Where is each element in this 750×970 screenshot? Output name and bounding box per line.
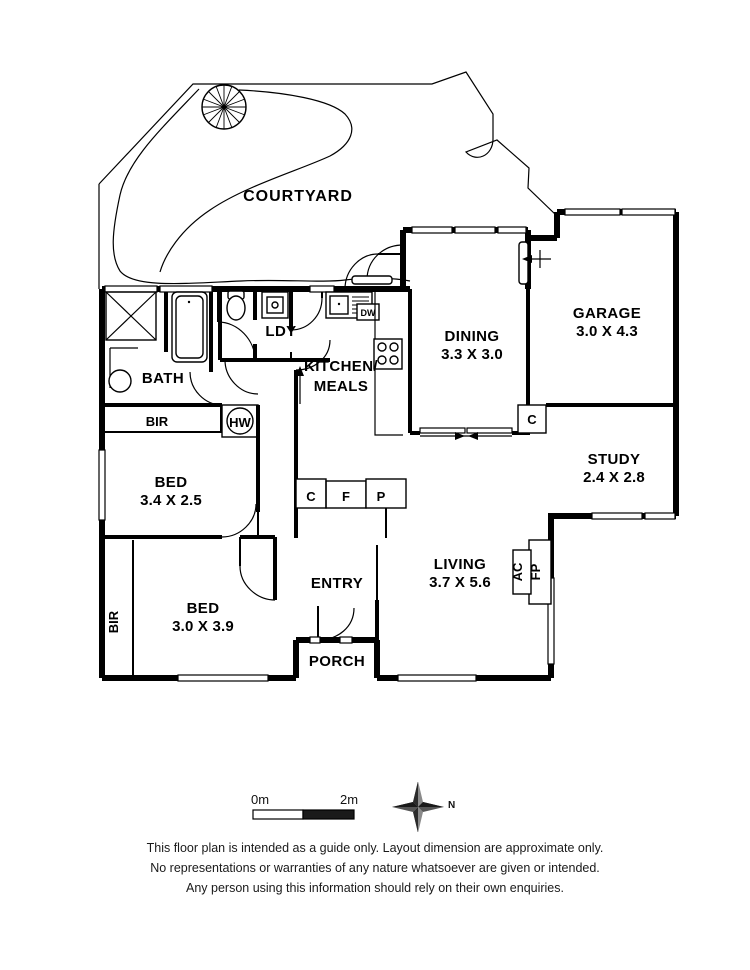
tree-icon <box>201 84 247 130</box>
compass-rose-icon <box>392 782 444 832</box>
pantry-label: P <box>377 489 386 504</box>
sliding-door-dining <box>420 432 512 440</box>
bir-left-label: BIR <box>106 610 121 633</box>
feature-labels: BIR HW C F P C BIR AC FP <box>106 412 543 633</box>
interior-walls: DW <box>102 241 676 675</box>
bir-top-label: BIR <box>146 414 169 429</box>
scale-bar-graphic <box>252 782 444 832</box>
room-label-study: STUDY <box>588 451 641 468</box>
room-dim-study: 2.4 X 2.8 <box>583 469 645 486</box>
disclaimer-line-2: No representations or warranties of any … <box>150 861 600 875</box>
room-labels: COURTYARD BATH LDY KITCHEN/ MEALS DINING… <box>140 188 645 670</box>
dishwasher-label: DW <box>361 308 376 318</box>
cupboard-dining-label: C <box>527 412 537 427</box>
compass-north-label: N <box>448 800 456 811</box>
room-label-garage: GARAGE <box>573 305 641 322</box>
room-label-bath: BATH <box>142 370 184 387</box>
scale-start-label: 0m <box>251 792 270 807</box>
room-dim-bed-2: 3.0 X 3.9 <box>172 618 234 635</box>
room-dim-garage: 3.0 X 4.3 <box>576 323 638 340</box>
disclaimer-line-1: This floor plan is intended as a guide o… <box>146 841 604 855</box>
opening-arrow-kitchen <box>296 366 304 404</box>
disclaimer-block: This floor plan is intended as a guide o… <box>0 838 750 898</box>
cupboard-kitchen-label: C <box>306 489 316 504</box>
room-label-courtyard: COURTYARD <box>243 188 353 205</box>
hw-label: HW <box>229 415 251 430</box>
toilet-fixture <box>226 290 246 321</box>
fp-label: FP <box>528 563 543 580</box>
doors <box>189 231 512 644</box>
room-dim-living: 3.7 X 5.6 <box>429 574 491 591</box>
room-label-dining: DINING <box>445 328 500 345</box>
fridge-label: F <box>342 489 350 504</box>
garage-door-arrow <box>522 250 551 268</box>
room-label-bed-2: BED <box>187 600 220 617</box>
room-label-porch: PORCH <box>309 653 365 670</box>
room-label-bed-1: BED <box>155 474 188 491</box>
disclaimer-line-3: Any person using this information should… <box>186 881 564 895</box>
ac-label: AC <box>510 562 525 581</box>
room-dim-bed-1: 3.4 X 2.5 <box>140 492 202 509</box>
room-label-entry: ENTRY <box>311 575 363 592</box>
room-label-ldy: LDY <box>265 323 296 340</box>
scale-and-compass: 0m 2m N <box>248 782 488 832</box>
room-dim-dining: 3.3 X 3.0 <box>441 346 503 363</box>
courtyard-outline <box>98 71 558 289</box>
scale-end-label: 2m <box>340 792 359 807</box>
room-label-living: LIVING <box>434 556 486 573</box>
room-label-meals: MEALS <box>314 378 369 395</box>
room-label-kitchen: KITCHEN/ <box>304 358 378 375</box>
